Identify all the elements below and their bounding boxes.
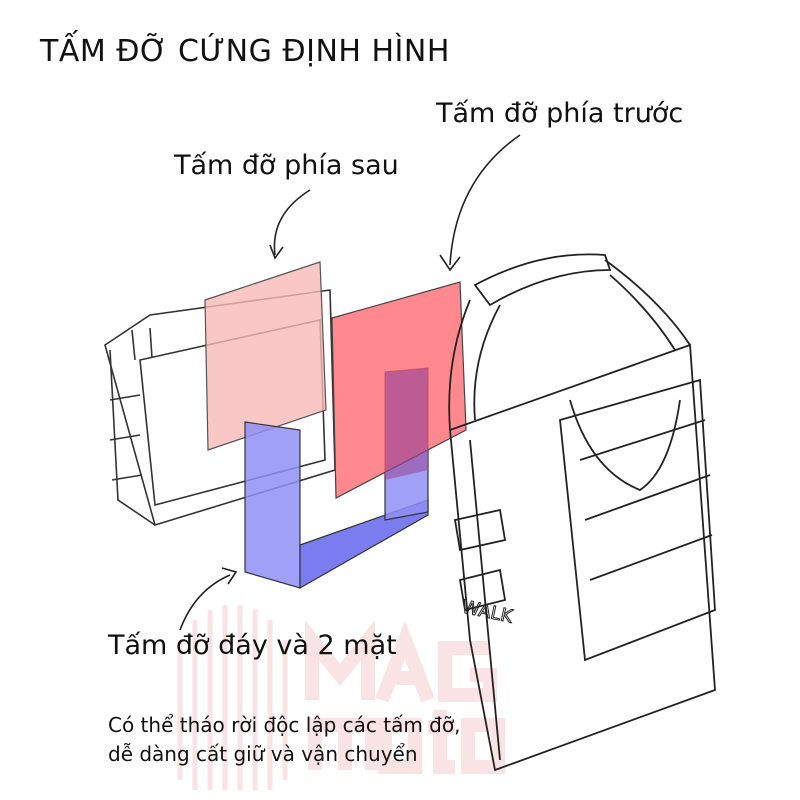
back-panel-label: Tấm đỡ phía sau (174, 150, 399, 181)
page-title: TẤM ĐỠ CỨNG ĐỊNH HÌNH (40, 34, 450, 69)
leader-lines (179, 134, 521, 631)
bag-front-sketch (448, 253, 716, 772)
note-line-1: Có thể tháo rời độc lập các tấm đỡ, (108, 713, 461, 737)
bottom-panel-label: Tấm đỡ đáy và 2 mặt (108, 630, 397, 661)
panel-overlap (385, 368, 428, 480)
front-panel-label: Tấm đỡ phía trước (436, 98, 684, 129)
watermark-logo (177, 605, 505, 790)
bag-back-sketch (104, 289, 336, 527)
back-panel (204, 261, 327, 451)
note-line-2: dễ dàng cất giữ và vận chuyển (108, 742, 418, 766)
